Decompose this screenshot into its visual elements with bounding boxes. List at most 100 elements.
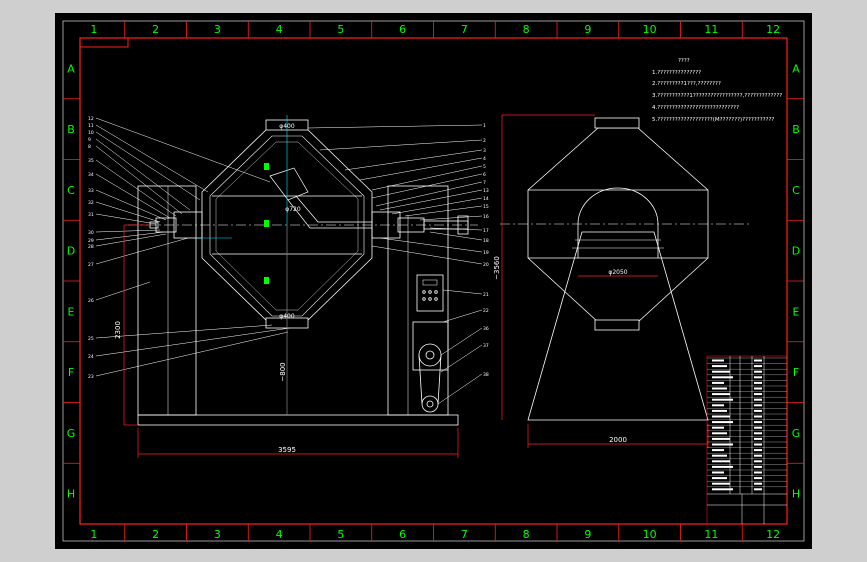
parts-row-text — [712, 454, 727, 457]
grid-col-label: 1 — [90, 528, 97, 541]
parts-row-text — [712, 404, 724, 407]
parts-row-text — [712, 415, 730, 418]
grid-col-label: 4 — [276, 528, 283, 541]
svg-text:17: 17 — [483, 228, 489, 234]
parts-row-text — [712, 432, 727, 435]
svg-text:36: 36 — [483, 326, 489, 332]
svg-text:31: 31 — [88, 212, 94, 218]
parts-row-text — [712, 443, 733, 446]
grid-row-label: F — [68, 366, 74, 379]
grid-col-label: 5 — [337, 23, 344, 36]
parts-row-text — [754, 437, 762, 440]
parts-row-text — [754, 370, 762, 373]
grid-col-label: 3 — [214, 23, 221, 36]
svg-text:4: 4 — [483, 156, 486, 162]
parts-row-text — [712, 393, 730, 396]
side-view — [500, 117, 752, 421]
grid-col-label: 3 — [214, 528, 221, 541]
parts-row-text — [712, 426, 724, 429]
parts-row-text — [754, 404, 762, 407]
grid-row-label: H — [792, 488, 800, 501]
side-arch — [577, 187, 659, 225]
grid-row-label: C — [792, 184, 800, 197]
note-line: 4.???????????????????????????? — [652, 105, 739, 111]
grid-col-label: 9 — [584, 528, 591, 541]
parts-row-text — [712, 409, 727, 412]
parts-row-text — [754, 477, 762, 480]
leader-lines-left — [95, 117, 291, 377]
svg-text:33: 33 — [88, 188, 94, 194]
grid-row-label: F — [793, 366, 799, 379]
grid-col-label: 2 — [152, 23, 159, 36]
parts-row-text — [754, 488, 762, 491]
parts-row-text — [712, 471, 724, 474]
parts-row-text — [712, 482, 730, 485]
dim-drum: φ2050 — [608, 269, 627, 276]
svg-text:30: 30 — [88, 230, 94, 236]
grid-col-label: 12 — [766, 528, 780, 541]
grid-row-label: G — [67, 427, 76, 440]
grid-col-label: 11 — [704, 528, 718, 541]
grid-col-label: 11 — [704, 23, 718, 36]
parts-row-text — [754, 398, 762, 401]
parts-row-text — [712, 398, 733, 401]
parts-list-rows — [707, 357, 787, 491]
dim-total-height: ~3560 — [493, 256, 501, 280]
parts-row-text — [712, 421, 733, 424]
grid-col-label: 7 — [461, 528, 468, 541]
svg-text:16: 16 — [483, 214, 489, 220]
dim-center-height: ~800 — [279, 362, 287, 381]
motor-housing — [412, 321, 449, 371]
grid-row-label: C — [67, 184, 75, 197]
grid-row-label: D — [792, 245, 800, 258]
right-bearing — [371, 211, 401, 239]
grid-col-label: 8 — [523, 528, 530, 541]
grid-col-label: 10 — [643, 528, 657, 541]
notes-title: ???? — [678, 58, 690, 64]
parts-row-text — [754, 449, 762, 452]
svg-text:3: 3 — [483, 148, 486, 154]
svg-text:5: 5 — [483, 164, 486, 170]
svg-text:38: 38 — [483, 372, 489, 378]
svg-text:35: 35 — [88, 158, 94, 164]
svg-text:24: 24 — [88, 354, 94, 360]
parts-row-text — [754, 365, 762, 368]
grid-row-label: E — [68, 305, 75, 318]
parts-row-text — [712, 477, 727, 480]
parts-row-text — [754, 376, 762, 379]
grid-col-label: 4 — [276, 23, 283, 36]
svg-text:11: 11 — [88, 123, 94, 129]
note-line: 2.?????????1???,???????? — [652, 81, 721, 87]
svg-text:10: 10 — [88, 130, 94, 136]
svg-text:21: 21 — [483, 292, 489, 298]
control-box — [416, 274, 444, 312]
grid-row-label: G — [792, 427, 801, 440]
grid-col-label: 12 — [766, 23, 780, 36]
leader-lines-right — [307, 124, 483, 405]
left-support — [137, 185, 197, 416]
svg-text:34: 34 — [88, 172, 94, 178]
parts-row-text — [754, 426, 762, 429]
svg-text:15: 15 — [483, 204, 489, 210]
svg-text:9: 9 — [88, 137, 91, 143]
parts-row-text — [712, 365, 727, 368]
parts-row-text — [754, 443, 762, 446]
parts-row-text — [754, 381, 762, 384]
grid-row-label: A — [67, 62, 75, 75]
grid-col-label: 6 — [399, 23, 406, 36]
svg-text:13: 13 — [483, 188, 489, 194]
parts-row-text — [754, 409, 762, 412]
parts-row-text — [712, 460, 730, 463]
grid-col-label: 6 — [399, 528, 406, 541]
parts-row-text — [754, 421, 762, 424]
parts-row-text — [712, 370, 730, 373]
grid-row-label: H — [67, 488, 75, 501]
parts-row-text — [754, 465, 762, 468]
parts-row-text — [712, 387, 727, 390]
parts-row-text — [712, 359, 724, 362]
svg-text:14: 14 — [483, 196, 489, 202]
svg-text:29: 29 — [88, 238, 94, 244]
parts-row-text — [754, 393, 762, 396]
